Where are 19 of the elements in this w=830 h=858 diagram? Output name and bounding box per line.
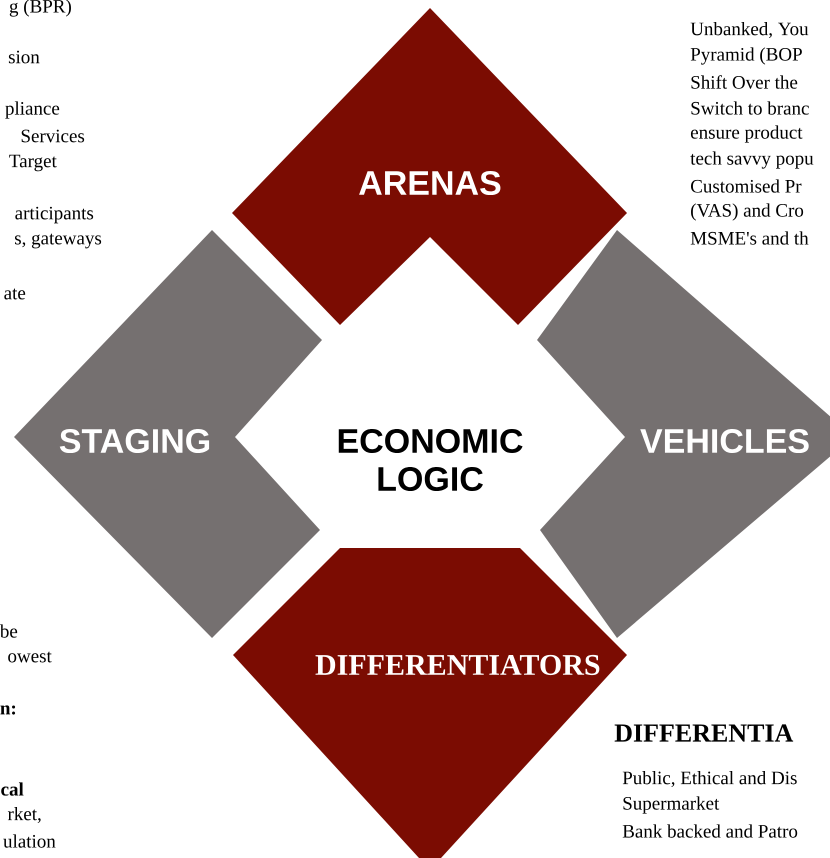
- text-line: Services: [22, 130, 84, 142]
- text-line: Shift Over the: [691, 75, 798, 89]
- text-line: pliance: [5, 101, 60, 119]
- text-line: Target: [9, 154, 57, 172]
- text-line: rket,: [8, 806, 41, 824]
- text-line: s, gateways: [15, 234, 102, 248]
- text-line: MSME's and th: [690, 231, 808, 245]
- text-line: sion: [8, 50, 40, 64]
- text-line: ensure product: [690, 125, 802, 143]
- text-line: ulation: [3, 834, 56, 848]
- text-line: Customised Pr: [691, 179, 802, 193]
- text-line: tech savvy popu: [690, 151, 814, 169]
- diamond-block: ARENAS: [232, 8, 627, 325]
- text-line: Unbanked, You: [690, 22, 808, 38]
- text-line: n:: [0, 705, 16, 715]
- center-text: ECONOMIC LOGIC: [338, 428, 523, 492]
- text-line: cal: [1, 782, 24, 796]
- text-line: Switch to branc: [691, 101, 809, 115]
- text-line: Pyramid (BOP: [690, 47, 802, 65]
